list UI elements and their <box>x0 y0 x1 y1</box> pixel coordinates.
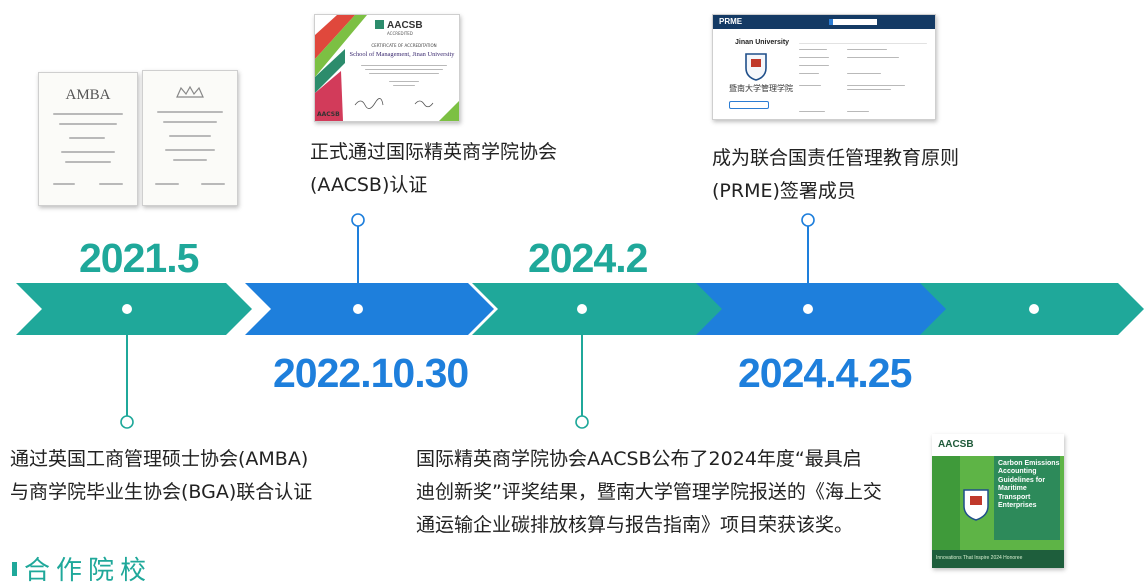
aacsb-logo-text: AACSB <box>387 20 423 31</box>
cover-title-box <box>994 456 1060 540</box>
timeline-arrow-2 <box>245 283 494 335</box>
section-title-bar <box>12 562 17 576</box>
cover-aacsb-logo: AACSB <box>938 439 974 450</box>
prme-brand-text: PRME <box>719 17 743 26</box>
prme-action-button <box>729 101 769 109</box>
cover-title-line: Transport <box>998 493 1031 501</box>
milestone-desc-2024-2: 国际精英商学院协会AACSB公布了2024年度“最具启 迪创新奖”评奖结果，暨南… <box>416 443 882 542</box>
cover-title-line: Guidelines for <box>998 476 1046 484</box>
timeline-arrow-4 <box>696 283 947 335</box>
milestone-desc-2024-4: 成为联合国责任管理教育原则 (PRME)签署成员 <box>712 142 959 208</box>
cover-footer-bar <box>932 550 1064 568</box>
aacsb-certificate-image: AACSB ACCREDITED CERTIFICATE OF ACCREDIT… <box>314 14 460 122</box>
certificate-school-name: School of Management, Jinan University <box>349 51 455 58</box>
aacsb-accredited-text: ACCREDITED <box>387 31 413 36</box>
desc-line: (PRME)签署成员 <box>712 180 856 202</box>
timeline-dot-5 <box>1029 304 1039 314</box>
milestone-desc-2021: 通过英国工商管理硕士协会(AMBA) 与商学院毕业生协会(BGA)联合认证 <box>10 443 312 509</box>
prme-org-name: Jinan University <box>735 39 790 46</box>
amba-certificate-image: AMBA <box>38 72 138 206</box>
cover-title-text: Carbon Emissions Accounting Guidelines f… <box>998 460 1060 510</box>
desc-line: 成为联合国责任管理教育原则 <box>712 147 960 169</box>
desc-line: 国际精英商学院协会AACSB公布了2024年度“最具启 <box>416 448 862 470</box>
cover-title-line: Accounting <box>998 468 1037 476</box>
cover-footer-text: Innovations That Inspire 2024 Honoree <box>936 555 1023 561</box>
timeline-arrow-1 <box>16 283 252 335</box>
cover-title-line: Enterprises <box>998 502 1037 510</box>
crown-icon <box>176 85 204 98</box>
amba-logo-text: AMBA <box>65 87 111 103</box>
prme-search-box <box>831 19 877 25</box>
prme-page-image: PRME Jinan University 暨南大学管理学院 <box>712 14 936 120</box>
certificate-ribbon-graphic <box>315 15 459 121</box>
certificate-heading: CERTIFICATE OF ACCREDITATION <box>371 43 437 48</box>
cover-crest-icon <box>963 489 989 521</box>
timeline-dot-4 <box>803 304 813 314</box>
prme-header-bar <box>713 15 935 29</box>
timeline-dot-2 <box>353 304 363 314</box>
timeline-arrow-3 <box>472 283 724 335</box>
aacsb-guideline-cover-image: AACSB Carbon Emissions Accounting Guidel… <box>932 434 1064 568</box>
timeline-dot-1 <box>122 304 132 314</box>
milestone-year-2024-2: 2024.2 <box>528 235 648 281</box>
desc-line: 正式通过国际精英商学院协会 <box>310 141 558 163</box>
timeline-graphic <box>16 213 1144 429</box>
desc-line: 与商学院毕业生协会(BGA)联合认证 <box>10 481 313 503</box>
desc-line: (AACSB)认证 <box>310 174 428 196</box>
cover-left-band <box>932 434 960 568</box>
desc-line: 通过英国工商管理硕士协会(AMBA) <box>10 448 309 470</box>
bga-certificate-image <box>142 70 238 206</box>
desc-line: 迪创新奖”评奖结果，暨南大学管理学院报送的《海上交 <box>416 481 882 503</box>
desc-line: 通运输企业碳排放核算与报告指南》项目荣获该奖。 <box>416 514 854 536</box>
cover-top-strip <box>932 434 1064 456</box>
milestone-year-2021: 2021.5 <box>79 235 199 281</box>
signature-graphic <box>354 98 434 109</box>
milestone-desc-2022: 正式通过国际精英商学院协会 (AACSB)认证 <box>310 136 557 202</box>
section-title: 合作院校 <box>24 556 153 586</box>
prme-search-button <box>829 19 833 25</box>
milestone-year-2024-4: 2024.4.25 <box>738 350 912 396</box>
timeline-dot-3 <box>577 304 587 314</box>
university-crest-icon <box>745 53 767 81</box>
aacsb-seal-text: AACSB <box>317 111 340 118</box>
cover-title-line: Maritime <box>998 485 1027 493</box>
aacsb-logo-mark <box>375 20 384 29</box>
school-logo-text: 暨南大学管理学院 <box>729 84 793 93</box>
milestone-year-2022: 2022.10.30 <box>273 350 469 396</box>
cover-title-line: Carbon Emissions <box>998 460 1060 467</box>
